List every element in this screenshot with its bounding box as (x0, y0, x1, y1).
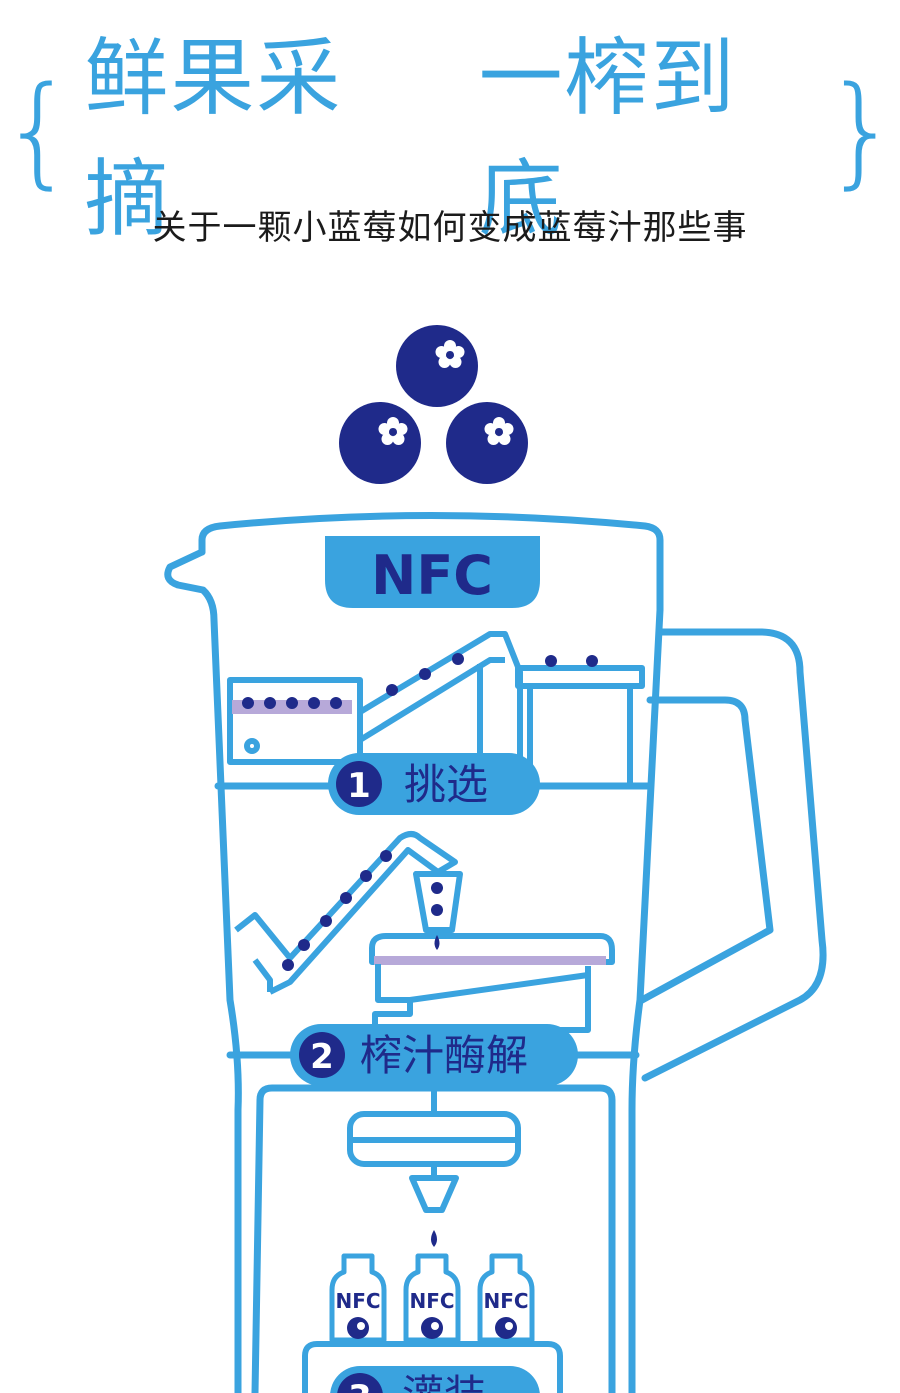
juicing-berries (282, 850, 443, 971)
nfc-badge: NFC (325, 536, 540, 608)
juicing-machine (234, 831, 615, 1033)
sorting-berries (242, 653, 598, 709)
title-part-1: 鲜果采摘 (84, 29, 343, 248)
step-2-label: 2 榨汁酶解 (290, 1024, 578, 1086)
step-1-text: 挑选 (404, 760, 488, 809)
bottle: NFC (403, 1253, 461, 1343)
bottle: NFC (477, 1253, 535, 1343)
bottle-label: NFC (483, 1289, 528, 1313)
subtitle: 关于一颗小蓝莓如何变成蓝莓汁那些事 (152, 208, 748, 248)
left-brace: { (0, 62, 77, 201)
jar-outline (164, 512, 827, 1393)
blueberry-icon (339, 402, 421, 484)
bottle: NFC (329, 1253, 387, 1343)
filling-machine (302, 1088, 563, 1393)
bottle-label: NFC (335, 1289, 380, 1313)
step-2-number: 2 (310, 1037, 334, 1077)
step-3-text: 灌装 (402, 1371, 486, 1393)
header: { 鲜果采摘 一榨到底 } 关于一颗小蓝莓如何变成蓝莓汁那些事 (0, 0, 900, 260)
blueberry-icon (446, 402, 528, 484)
step-3-label: 3 灌装 (330, 1366, 540, 1393)
step-2-text: 榨汁酶解 (360, 1031, 528, 1080)
step-3-number: 3 (348, 1378, 372, 1393)
bottle-label: NFC (409, 1289, 454, 1313)
right-brace: } (823, 62, 900, 201)
title-part-2: 一榨到底 (478, 29, 737, 248)
step-1-label: 1 挑选 (328, 753, 540, 815)
step-1-number: 1 (347, 766, 371, 806)
juice-drop-icon (431, 1230, 437, 1247)
nfc-badge-text: NFC (371, 544, 493, 607)
blueberry-icon (396, 325, 478, 407)
page-title: { 鲜果采摘 一榨到底 } (0, 29, 900, 248)
